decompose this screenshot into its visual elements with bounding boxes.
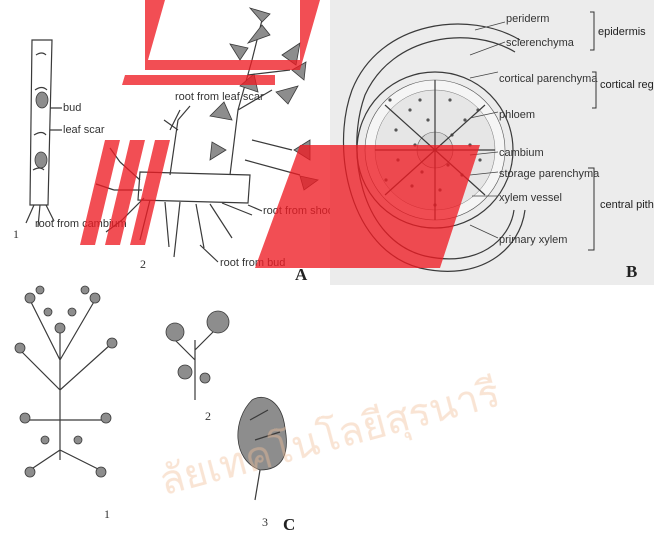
label-primary-xylem: primary xylem [499, 234, 567, 246]
fig-number-c3: 3 [262, 515, 268, 529]
panel-c: 1 2 3 C [15, 286, 295, 534]
label-leaf-scar: leaf scar [63, 124, 105, 136]
fig-number-a1: 1 [13, 227, 19, 241]
label-root-from-leaf-scar: root from leaf scar [175, 91, 264, 103]
label-storage-parenchyma: storage parenchyma [499, 168, 600, 180]
label-periderm: periderm [506, 13, 549, 25]
panel-letter-c: C [283, 515, 295, 534]
label-cortical-parenchyma: cortical parenchyma [499, 73, 598, 85]
group-epidermis: epidermis [598, 26, 646, 38]
fig-number-c1: 1 [104, 507, 110, 521]
panel-letter-b: B [626, 262, 637, 281]
fig-number-c2: 2 [205, 409, 211, 423]
group-cortical-region: cortical region [600, 79, 654, 91]
label-xylem-vessel: xylem vessel [499, 192, 562, 204]
watermark-text: ลัยเทคโนโลยีสุรนารี [155, 370, 505, 506]
fig-number-a2: 2 [140, 257, 146, 271]
inflorescence-drawing [15, 286, 117, 477]
label-phloem: phloem [499, 109, 535, 121]
group-central-pith: central pith [600, 199, 654, 211]
stem-cutting-drawing [26, 40, 62, 227]
flower-cluster-drawing [166, 311, 229, 400]
label-sclerenchyma: sclerenchyma [506, 37, 575, 49]
label-bud: bud [63, 102, 81, 114]
label-cambium: cambium [499, 147, 544, 159]
